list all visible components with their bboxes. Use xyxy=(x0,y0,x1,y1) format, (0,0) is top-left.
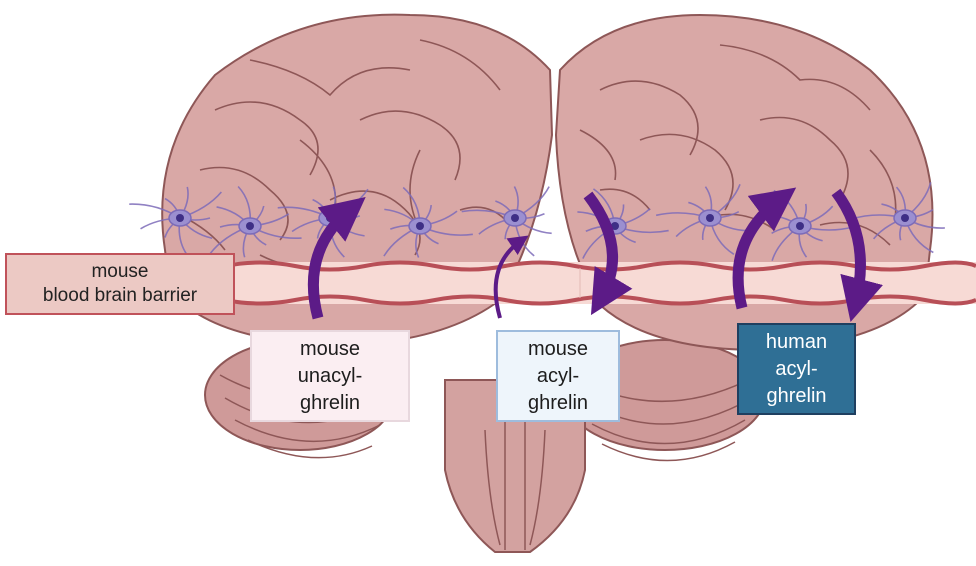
mouse-acyl-label-line-1: mouse xyxy=(527,337,588,360)
astrocyte-cell xyxy=(209,185,302,258)
human-acyl-label-line-2: acyl- xyxy=(775,357,818,380)
astrocyte-cell xyxy=(850,182,945,254)
mouse-acyl-label-line-3: ghrelin xyxy=(527,391,589,414)
unacyl-influx-arrow xyxy=(307,196,366,320)
human-acyl-label-line-3: ghrelin xyxy=(766,384,827,407)
mouse-acyl-influx-arrow xyxy=(493,235,529,319)
astrocyte-cell xyxy=(129,186,222,259)
mouse-acyl-efflux-arrow xyxy=(583,191,633,316)
mouse-unacyl-ghrelin-label: mouse unacyl- ghrelin xyxy=(250,330,410,422)
bbb-label-line-1: mouse xyxy=(91,261,149,282)
mouse-acyl-ghrelin-label: mouse acyl- ghrelin xyxy=(496,330,620,422)
human-acyl-efflux-arrow xyxy=(831,188,883,323)
brainstem xyxy=(444,379,586,553)
astrocyte-cell xyxy=(383,186,473,258)
unacyl-label-line-1: mouse xyxy=(299,337,360,360)
blood-brain-barrier-label: mouse blood brain barrier xyxy=(5,253,235,315)
astrocyte-cell xyxy=(655,184,749,256)
transport-arrows xyxy=(307,187,883,323)
unacyl-label-line-3: ghrelin xyxy=(299,391,361,414)
human-acyl-label-line-1: human xyxy=(765,330,828,353)
bbb-label-line-2: blood brain barrier xyxy=(42,285,198,306)
human-acyl-influx-arrow xyxy=(732,187,797,310)
human-acyl-ghrelin-label: human acyl- ghrelin xyxy=(737,323,856,415)
unacyl-label-line-2: unacyl- xyxy=(297,364,363,387)
mouse-acyl-label-line-2: acyl- xyxy=(536,364,580,387)
